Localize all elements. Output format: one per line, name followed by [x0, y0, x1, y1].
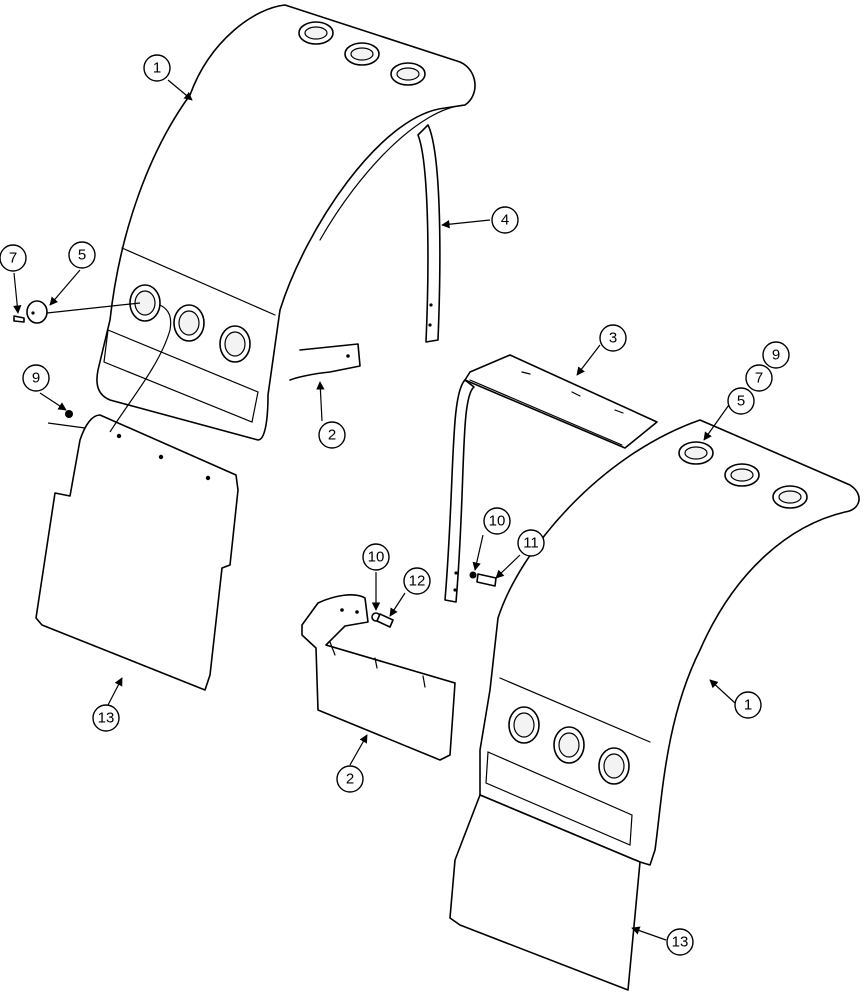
left-fender-rear-lamp-3 [219, 325, 251, 363]
left-mud-flap [35, 304, 239, 691]
svg-text:7: 7 [9, 250, 17, 267]
rivet-leader [47, 422, 86, 429]
callout-11: 11 [517, 529, 545, 557]
callout-10-lower: 10 [362, 543, 390, 571]
callout-10-upper: 10 [483, 507, 511, 535]
stay-rod-hole [429, 303, 433, 307]
left-fender-rear-lamp-1 [129, 284, 161, 322]
svg-text:5: 5 [78, 247, 86, 264]
right-fender-rear-lamp-2 [553, 726, 585, 764]
svg-text:11: 11 [523, 535, 539, 552]
svg-text:5: 5 [737, 393, 745, 410]
callout-2-upper: 2 [318, 421, 346, 449]
svg-text:10: 10 [368, 549, 385, 566]
svg-text:13: 13 [98, 710, 115, 727]
callout-7-left: 7 [0, 244, 27, 272]
callout-13-left: 13 [92, 704, 120, 732]
left-fender-top-lamp-3 [390, 62, 426, 86]
bolt-washer-11 [469, 571, 497, 587]
callout-2-lower: 2 [336, 765, 364, 793]
left-fender-top-lamp-1 [298, 21, 334, 45]
right-fender-rear-lamp-3 [598, 747, 630, 785]
left-fender-bracket [289, 343, 361, 381]
bolt-washer-12 [371, 612, 394, 628]
bracket-hole [346, 354, 350, 358]
right-fender-rear-lamp-1 [508, 706, 540, 744]
callout-1-right: 1 [734, 691, 762, 719]
rivet [65, 410, 73, 418]
svg-text:1: 1 [153, 60, 161, 77]
left-fender-rear-lamp-2 [173, 304, 205, 342]
fender-stay-rod [417, 124, 441, 343]
callout-9-right: 9 [762, 341, 790, 369]
callout-3: 3 [599, 324, 627, 352]
svg-text:3: 3 [609, 330, 617, 347]
right-mud-flap [449, 794, 641, 991]
callout-1-left: 1 [143, 54, 171, 82]
svg-text:9: 9 [772, 347, 780, 364]
lens-center [31, 311, 35, 315]
lamp-lens [26, 300, 48, 324]
stay-rod-hole [428, 323, 432, 327]
svg-text:4: 4 [501, 212, 509, 229]
svg-text:9: 9 [32, 370, 40, 387]
svg-text:12: 12 [409, 573, 426, 590]
svg-text:7: 7 [755, 370, 763, 387]
left-fender [96, 4, 476, 441]
right-fender-top-lamp-3 [772, 485, 808, 509]
right-lower-bracket [301, 594, 456, 761]
lens-screw [13, 315, 25, 323]
lens-leader-line [46, 302, 141, 314]
callout-5-left: 5 [68, 241, 96, 269]
svg-text:13: 13 [672, 934, 689, 951]
svg-text:10: 10 [489, 513, 506, 530]
callout-7-right: 7 [745, 364, 773, 392]
right-fender-top-lamp-2 [724, 463, 760, 487]
right-fender-top-lamp-1 [678, 441, 714, 465]
callout-4: 4 [491, 206, 519, 234]
leader-arrows [13, 79, 736, 941]
svg-text:2: 2 [346, 771, 354, 788]
right-fender [479, 419, 860, 866]
callout-12: 12 [403, 567, 431, 595]
svg-text:1: 1 [744, 697, 752, 714]
callout-9-left: 9 [22, 364, 50, 392]
callout-13-right: 13 [666, 928, 694, 956]
svg-text:2: 2 [328, 427, 336, 444]
right-upper-bracket [444, 354, 658, 603]
callout-5-right: 5 [727, 387, 755, 415]
left-fender-top-lamp-2 [344, 42, 380, 66]
